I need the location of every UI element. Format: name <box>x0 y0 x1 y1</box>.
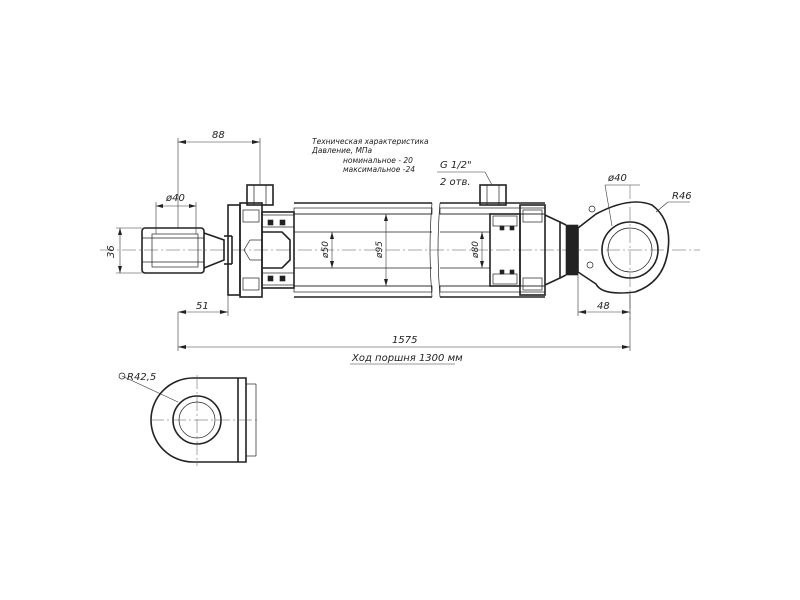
tech-spec-max: максимальное -24 <box>343 165 415 174</box>
eye-bore-outer <box>601 221 659 279</box>
eye-bore-inner <box>607 227 653 273</box>
dim-51: 51 <box>196 301 209 312</box>
tech-spec-title: Техническая характеристика <box>312 137 429 146</box>
rear-eye-mount <box>559 201 670 294</box>
dim-phi50: ø50 <box>321 241 331 259</box>
left-rod-end-clevis <box>141 227 233 274</box>
right-port-boss <box>479 184 507 206</box>
dim-1575: 1575 <box>392 335 417 346</box>
dim-r42-5: R42,5 <box>127 372 156 383</box>
rear-head <box>519 204 561 296</box>
dim-eye-phi40: ø40 <box>607 173 627 184</box>
rear-neck-collar <box>565 224 579 276</box>
dim-88: 88 <box>212 130 225 141</box>
dim-48: 48 <box>597 301 610 312</box>
dim-phi95: ø95 <box>375 241 385 259</box>
dim-phi80: ø80 <box>471 241 481 259</box>
tech-spec-pressure: Давление, МПа <box>311 146 373 155</box>
dimension-lines <box>116 138 690 365</box>
end-view-detail <box>118 372 260 466</box>
front-gland-head <box>227 202 295 298</box>
port-thread-label: G 1/2" <box>440 160 472 171</box>
port-count-label: 2 отв. <box>440 177 471 188</box>
dim-r46: R46 <box>672 191 692 202</box>
tech-spec-nominal: номинальное - 20 <box>343 156 413 165</box>
stroke-label: Ход поршня 1300 мм <box>351 353 463 364</box>
left-port-boss <box>246 184 274 206</box>
dim-rod-phi40: ø40 <box>165 193 185 204</box>
dim-36: 36 <box>106 245 117 258</box>
